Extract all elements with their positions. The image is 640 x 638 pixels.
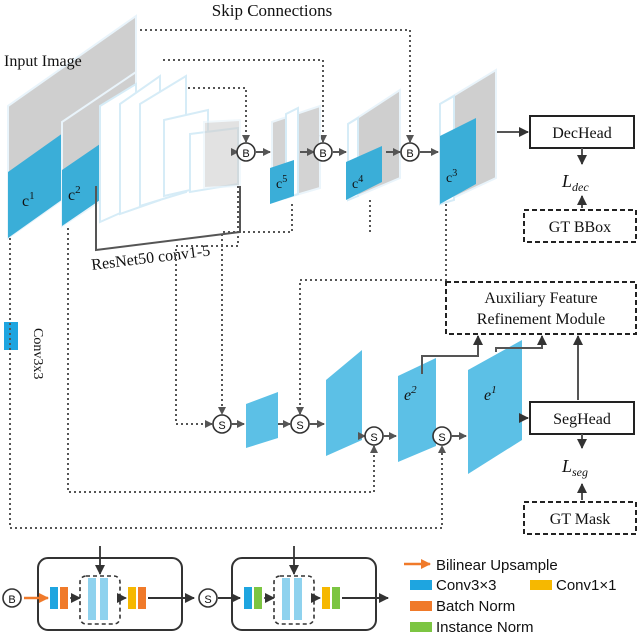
skip-connections-title: Skip Connections [212, 1, 332, 20]
input-image-label: Input Image [4, 53, 82, 70]
feature-e1: e1 [484, 384, 497, 404]
skip-lines-down [175, 186, 447, 428]
legend-bilinear-upsample: Bilinear Upsample [436, 557, 558, 574]
afrm-box [445, 281, 637, 335]
svg-text:S: S [218, 420, 225, 432]
legend-key: Bilinear Upsample Conv3×3 Conv1×1 Batch … [404, 557, 616, 636]
svg-text:B: B [8, 594, 15, 606]
l-seg: Lseg [561, 456, 588, 479]
gt-bbox-box [523, 209, 637, 243]
feature-c3: c3 [446, 168, 457, 186]
svg-text:B: B [319, 148, 326, 160]
feature-c2: c2 [68, 184, 81, 204]
legend-instance-norm: Instance Norm [436, 619, 534, 636]
backbone-stack [61, 70, 241, 228]
svg-text:S: S [438, 432, 445, 444]
svg-text:B: B [406, 148, 413, 160]
feature-c5: c5 [276, 174, 287, 192]
conv3x3-label: Conv3x3 [30, 328, 45, 379]
gt-mask-box [523, 501, 637, 535]
gt-mask-label: GT Mask [550, 511, 611, 528]
feature-c4: c4 [352, 174, 363, 192]
dec-head-box [529, 115, 635, 149]
legend-s-module: S [198, 546, 389, 631]
legend-conv3x3: Conv3×3 [436, 577, 496, 594]
encoder-upsample-ops: B B B [231, 142, 439, 162]
backbone-label: ResNet50 conv1-5 [90, 243, 211, 274]
c3-block [439, 68, 497, 206]
gt-bbox-label: GT BBox [549, 219, 611, 236]
svg-text:S: S [204, 594, 211, 606]
skip-lines-long [9, 228, 446, 529]
afrm-line1: Auxiliary Feature [484, 290, 597, 307]
svg-text:B: B [242, 148, 249, 160]
feature-c1: c1 [22, 190, 35, 210]
legend-batch-norm: Batch Norm [436, 598, 515, 615]
svg-text:S: S [370, 432, 377, 444]
c4-block [346, 88, 401, 202]
conv3x3-bar [4, 322, 18, 350]
l-dec: Ldec [561, 171, 589, 194]
svg-text:S: S [296, 420, 303, 432]
dec-head-label: DecHead [552, 125, 612, 142]
feature-e2: e2 [404, 384, 417, 404]
skip-lines-top [135, 29, 414, 143]
seg-head-label: SegHead [553, 411, 611, 428]
decoder-row: S S S S [212, 340, 522, 474]
backbone-bracket [95, 186, 241, 252]
legend-conv1x1: Conv1×1 [556, 577, 616, 594]
c5-block [270, 104, 321, 204]
legend-b-module: B [2, 546, 195, 631]
afrm-line2: Refinement Module [477, 311, 605, 328]
